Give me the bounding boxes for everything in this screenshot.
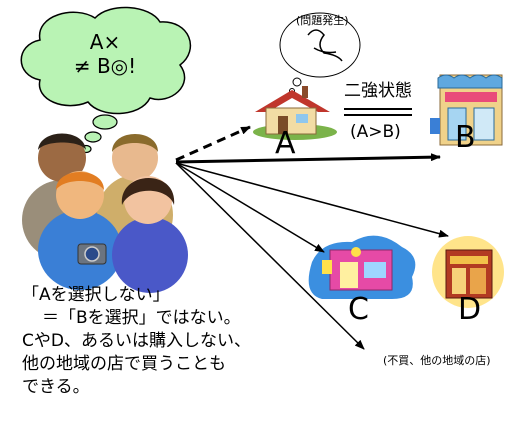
arrow-to-b: [175, 153, 441, 164]
caption-line-5: できる。: [22, 377, 90, 397]
people-group-icon: [22, 133, 188, 293]
thought-cloud: [20, 6, 191, 154]
arrow-to-c: [175, 162, 325, 253]
caption-line-1: 「Aを選択しない」: [22, 285, 170, 305]
arrow-to-other: [175, 162, 365, 350]
store-c-label: C: [348, 292, 369, 327]
comparison-label: (A>B): [350, 122, 401, 142]
other-label: (不買、他の地域の店): [383, 354, 491, 367]
thought-line-2: ≠ B◎!: [73, 54, 137, 78]
store-c-shop-icon: [308, 235, 416, 299]
thought-line-1: A×: [89, 30, 121, 54]
caption-line-3: CやD、あるいは購入しない、: [22, 331, 251, 351]
store-b-shop-icon: [430, 74, 503, 146]
problem-label: (問題発生): [296, 14, 349, 27]
store-a-label: A: [275, 126, 296, 161]
thought-text: A× ≠ B◎!: [55, 30, 155, 78]
store-a-house-icon: [253, 12, 361, 140]
caption: 「Aを選択しない」 ＝「Bを選択」ではない。 CやD、あるいは購入しない、 他の…: [22, 284, 251, 399]
two-strong-label: 二強状態: [344, 81, 412, 101]
two-strong-double-line: [344, 108, 412, 116]
store-d-shop-icon: [432, 236, 504, 308]
arrows: [175, 125, 449, 350]
arrow-to-d: [175, 162, 449, 238]
caption-line-2: ＝「Bを選択」ではない。: [42, 308, 241, 328]
caption-line-4: 他の地域の店で買うことも: [22, 354, 226, 374]
store-d-label: D: [458, 292, 482, 327]
store-b-label: B: [455, 120, 476, 155]
arrow-to-a: [175, 125, 251, 162]
